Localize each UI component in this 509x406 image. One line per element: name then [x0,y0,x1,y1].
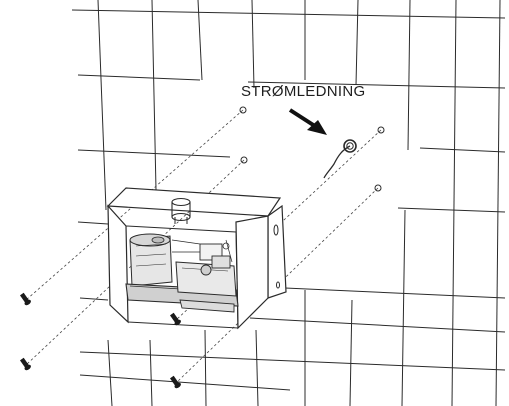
arrow-icon [288,108,327,135]
screw-icon [19,292,31,306]
screw-icon [169,312,181,326]
callout-label: STRØMLEDNING [241,83,365,100]
mounting-hole [239,106,247,114]
mounting-hole [377,126,385,134]
tiled-wall [71,0,506,406]
mounting-hole [240,156,248,164]
mounting-holes [239,106,385,192]
pump-components [171,239,233,276]
cable-grommet [343,139,357,153]
mounting-hole [374,184,382,192]
screw-icon [169,375,181,389]
power-cable [323,139,357,179]
screws [19,292,181,389]
tank [125,261,239,313]
screw-icon [19,357,31,371]
motor [129,233,173,287]
pump-unit [106,187,287,330]
